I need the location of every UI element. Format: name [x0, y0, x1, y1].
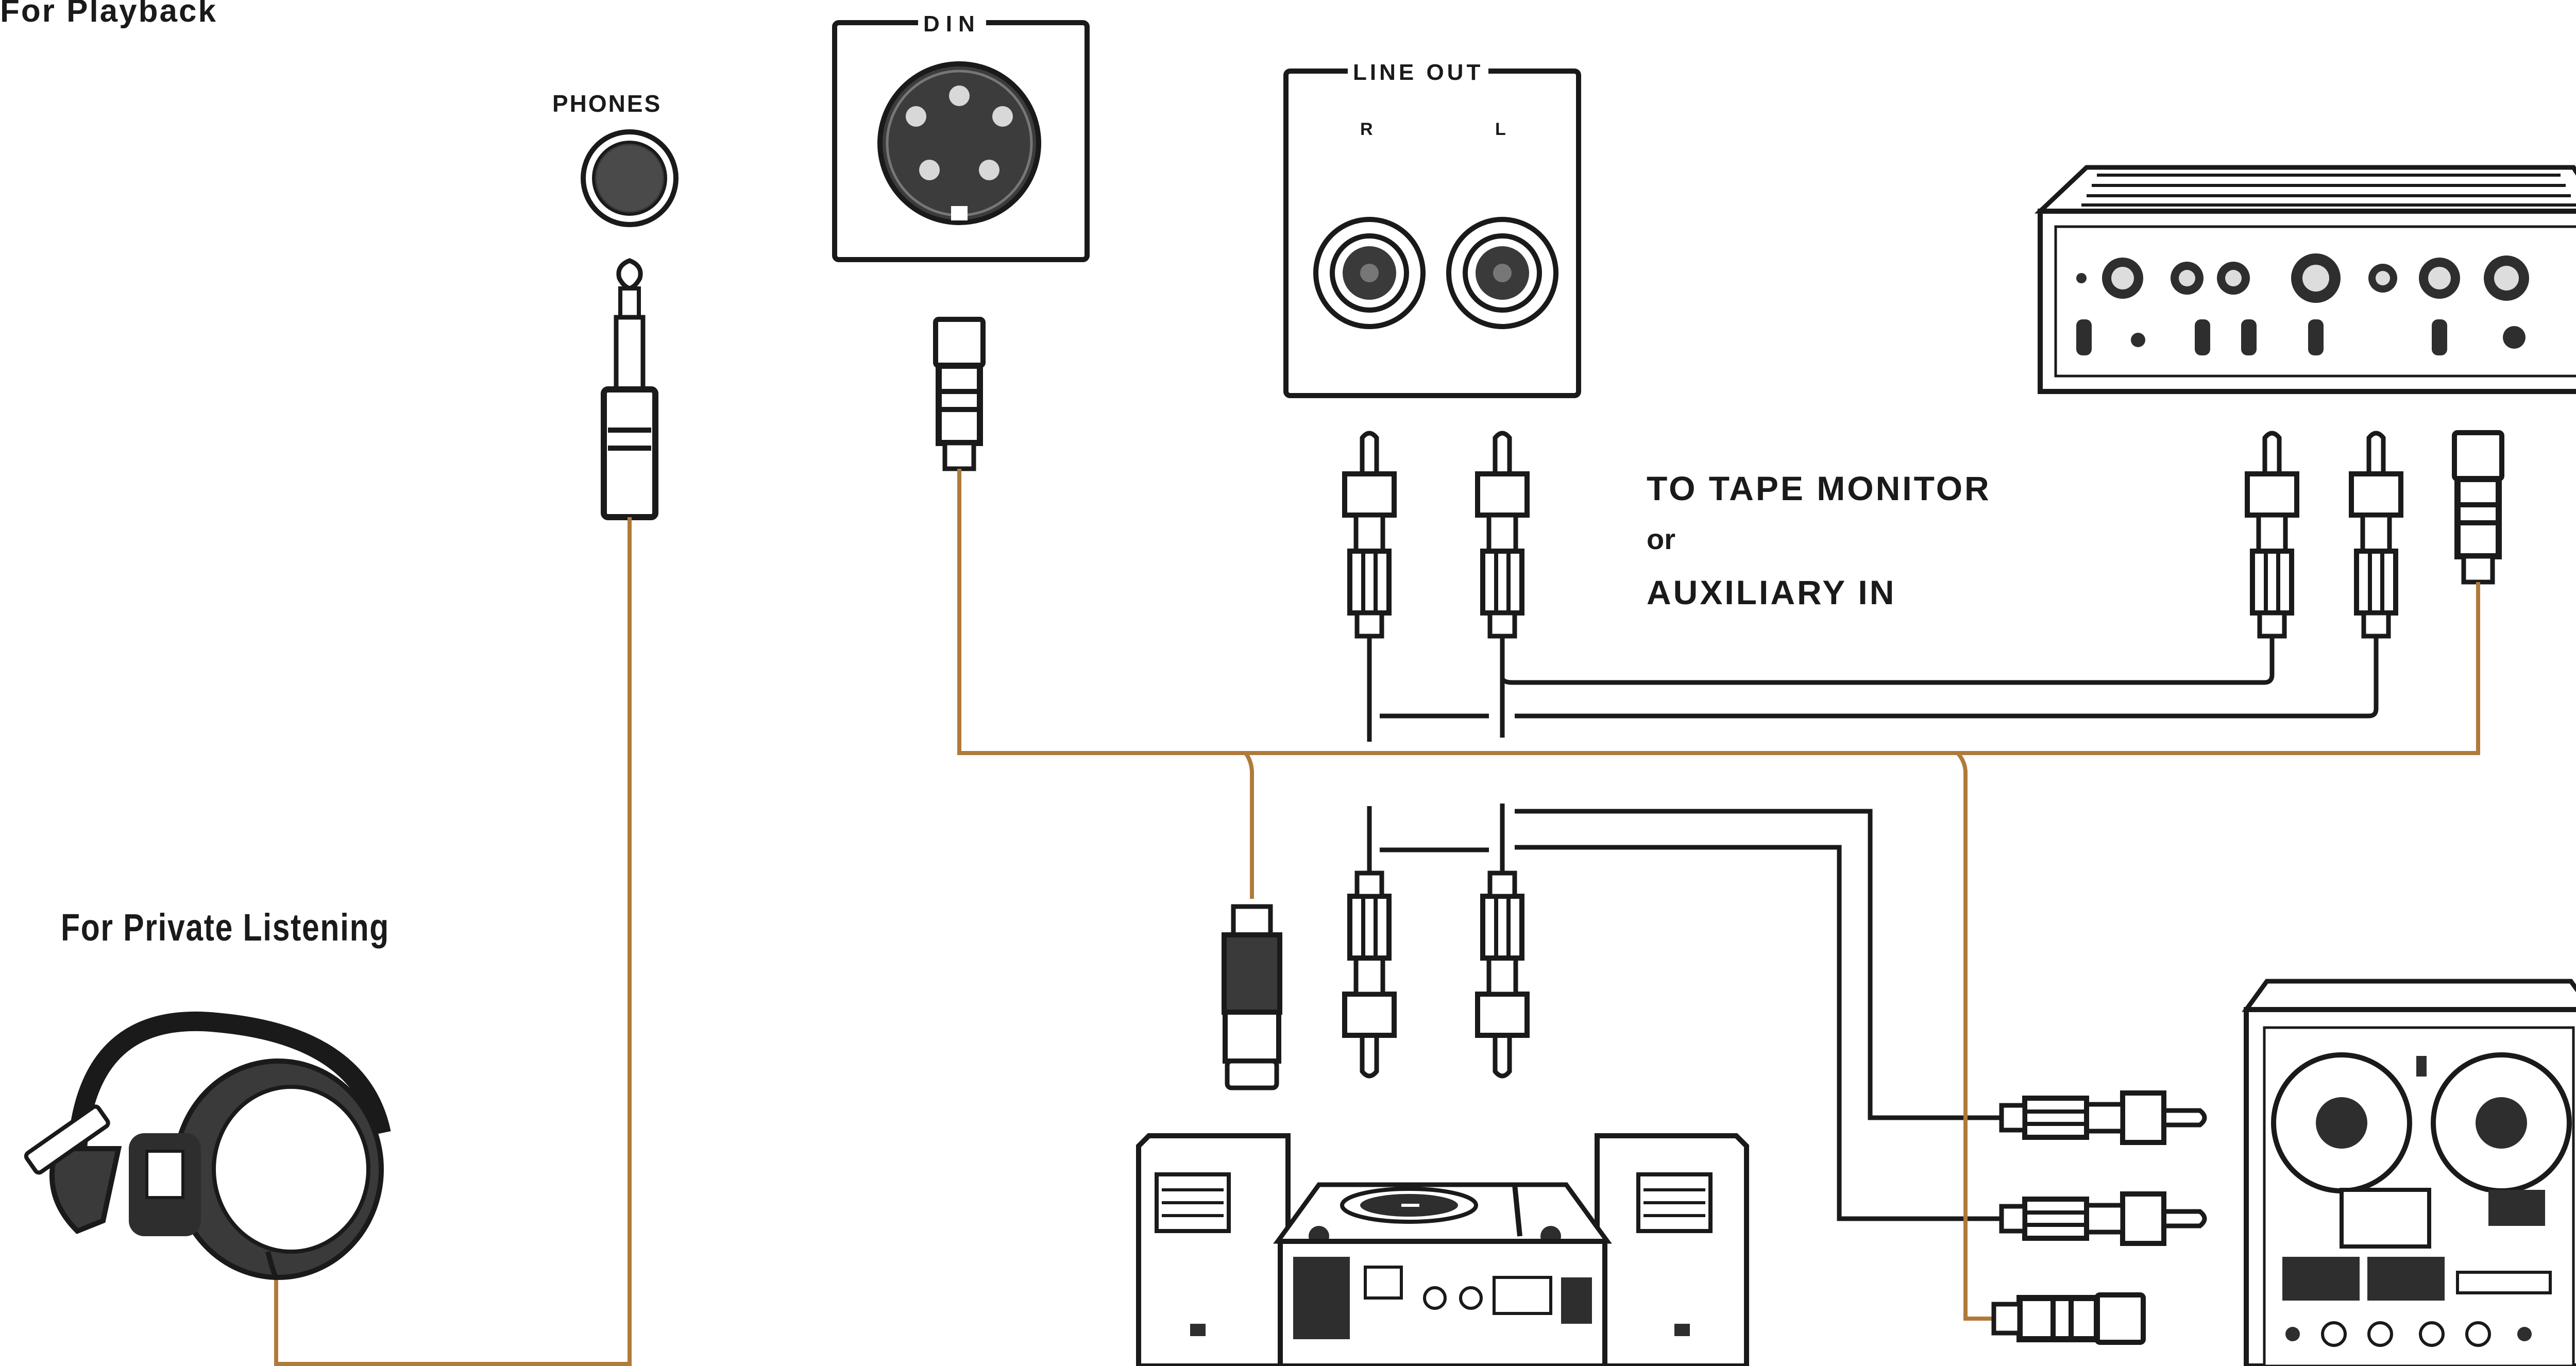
left-channel-label: L — [1495, 119, 1506, 139]
turntable-din-plug — [1222, 904, 1282, 1090]
din-cables — [274, 469, 2480, 1366]
amp-r-plug — [2247, 433, 2297, 636]
tape-deck — [2242, 979, 2576, 1366]
tape-deck-l-plug — [2002, 1194, 2205, 1243]
line-out-r-plug — [1345, 433, 1394, 636]
amp-l-plug — [2351, 433, 2401, 636]
right-channel-label: R — [1360, 119, 1373, 139]
tape-deck-r-plug — [2002, 1093, 2205, 1142]
din-socket — [832, 20, 1090, 262]
line-out-panel — [1283, 69, 1581, 398]
right-speaker — [1595, 1133, 1749, 1366]
line-out-l-plug — [1478, 433, 1527, 636]
din-label: DIN — [918, 11, 986, 37]
line-cables — [1367, 637, 2379, 1221]
phones-label: PHONES — [552, 90, 662, 117]
turntable-system — [1273, 1182, 1612, 1366]
auxiliary-in-label: AUXILIARY IN — [1647, 573, 1896, 611]
left-speaker — [1136, 1133, 1291, 1366]
phones-jack — [581, 129, 679, 227]
line-out-label: LINE OUT — [1348, 60, 1489, 86]
tape-monitor-label: TO TAPE MONITOR — [1647, 469, 1991, 507]
headphones — [24, 1011, 391, 1280]
phone-plug — [601, 258, 658, 520]
turntable-l-plug — [1478, 873, 1527, 1076]
turntable-r-plug — [1345, 873, 1394, 1076]
page-heading: For Playback — [0, 0, 217, 29]
amp-din-plug — [2454, 433, 2502, 582]
tape-deck-din-plug — [1994, 1295, 2143, 1342]
or-label: or — [1647, 523, 1675, 555]
private-listening-label: For Private Listening — [61, 906, 389, 949]
din-plug — [936, 319, 983, 469]
amplifier — [2034, 165, 2576, 394]
